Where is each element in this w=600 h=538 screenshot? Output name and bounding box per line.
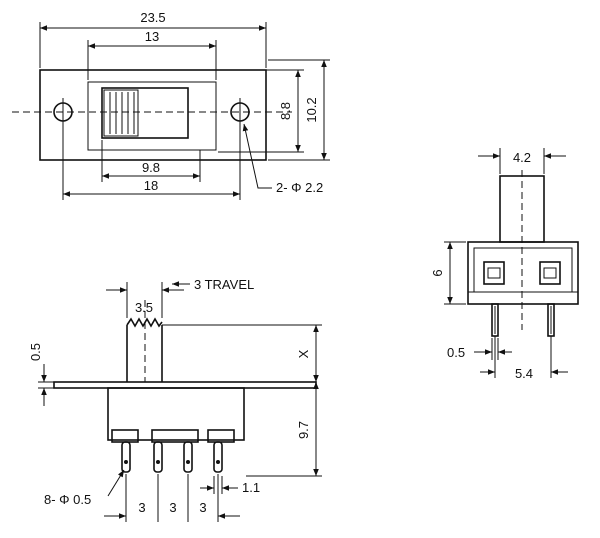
dim-actuator-width: 9.8 bbox=[142, 160, 160, 175]
dim-front-actuator-width: 3.5 bbox=[135, 300, 153, 315]
front-terminal-2 bbox=[151, 429, 199, 443]
hole-leader bbox=[242, 123, 272, 189]
top-plate-outline bbox=[39, 69, 267, 161]
dim-pin-pitch-3: 3 bbox=[199, 500, 206, 515]
side-view: 4.2 6 0.5 5.4 bbox=[430, 148, 579, 381]
front-pin-2 bbox=[153, 441, 163, 473]
dim-plate-thickness: 0.5 bbox=[28, 343, 43, 361]
top-actuator-ribs bbox=[103, 89, 139, 137]
travel-label: 3 TRAVEL bbox=[194, 277, 254, 292]
pin-leader bbox=[107, 469, 125, 497]
front-pin-4 bbox=[213, 441, 223, 473]
front-pin-1 bbox=[121, 441, 131, 473]
top-actuator bbox=[101, 87, 189, 139]
top-body-outline bbox=[87, 81, 217, 151]
dim-actuator-height: X bbox=[296, 349, 311, 358]
dim-side-pin-width: 0.5 bbox=[447, 345, 465, 360]
dim-side-pin-spacing: 5.4 bbox=[515, 366, 533, 381]
dim-outer-height: 10.2 bbox=[304, 97, 319, 122]
side-housing bbox=[467, 241, 579, 305]
top-view: 23.5 13 8.8 10.2 9.8 18 2- Φ 2.2 bbox=[12, 10, 330, 200]
dim-side-actuator-width: 4.2 bbox=[513, 150, 531, 165]
front-body bbox=[107, 387, 245, 441]
front-pin-3 bbox=[183, 441, 193, 473]
side-contact-right bbox=[539, 261, 561, 285]
front-view: 3.5 3 TRAVEL 0.5 X 9.7 8- Φ 0.5 3 3 3 bbox=[28, 277, 322, 522]
side-contact-left bbox=[483, 261, 505, 285]
dim-hole-spacing: 18 bbox=[144, 178, 158, 193]
dim-pin-pitch-1: 3 bbox=[138, 500, 145, 515]
dim-overall-length: 23.5 bbox=[140, 10, 165, 25]
front-plate bbox=[53, 381, 317, 389]
dim-body-height: 9.7 bbox=[296, 421, 311, 439]
dim-pin-pitch-2: 3 bbox=[169, 500, 176, 515]
dim-inner-height: 8.8 bbox=[278, 102, 293, 120]
dim-slot-length: 13 bbox=[145, 29, 159, 44]
side-housing-inner bbox=[473, 247, 573, 293]
dim-side-body-height: 6 bbox=[430, 269, 445, 276]
hole-callout: 2- Φ 2.2 bbox=[276, 180, 323, 195]
dim-pin-offset: 1.1 bbox=[242, 480, 260, 495]
pin-callout: 8- Φ 0.5 bbox=[44, 492, 91, 507]
